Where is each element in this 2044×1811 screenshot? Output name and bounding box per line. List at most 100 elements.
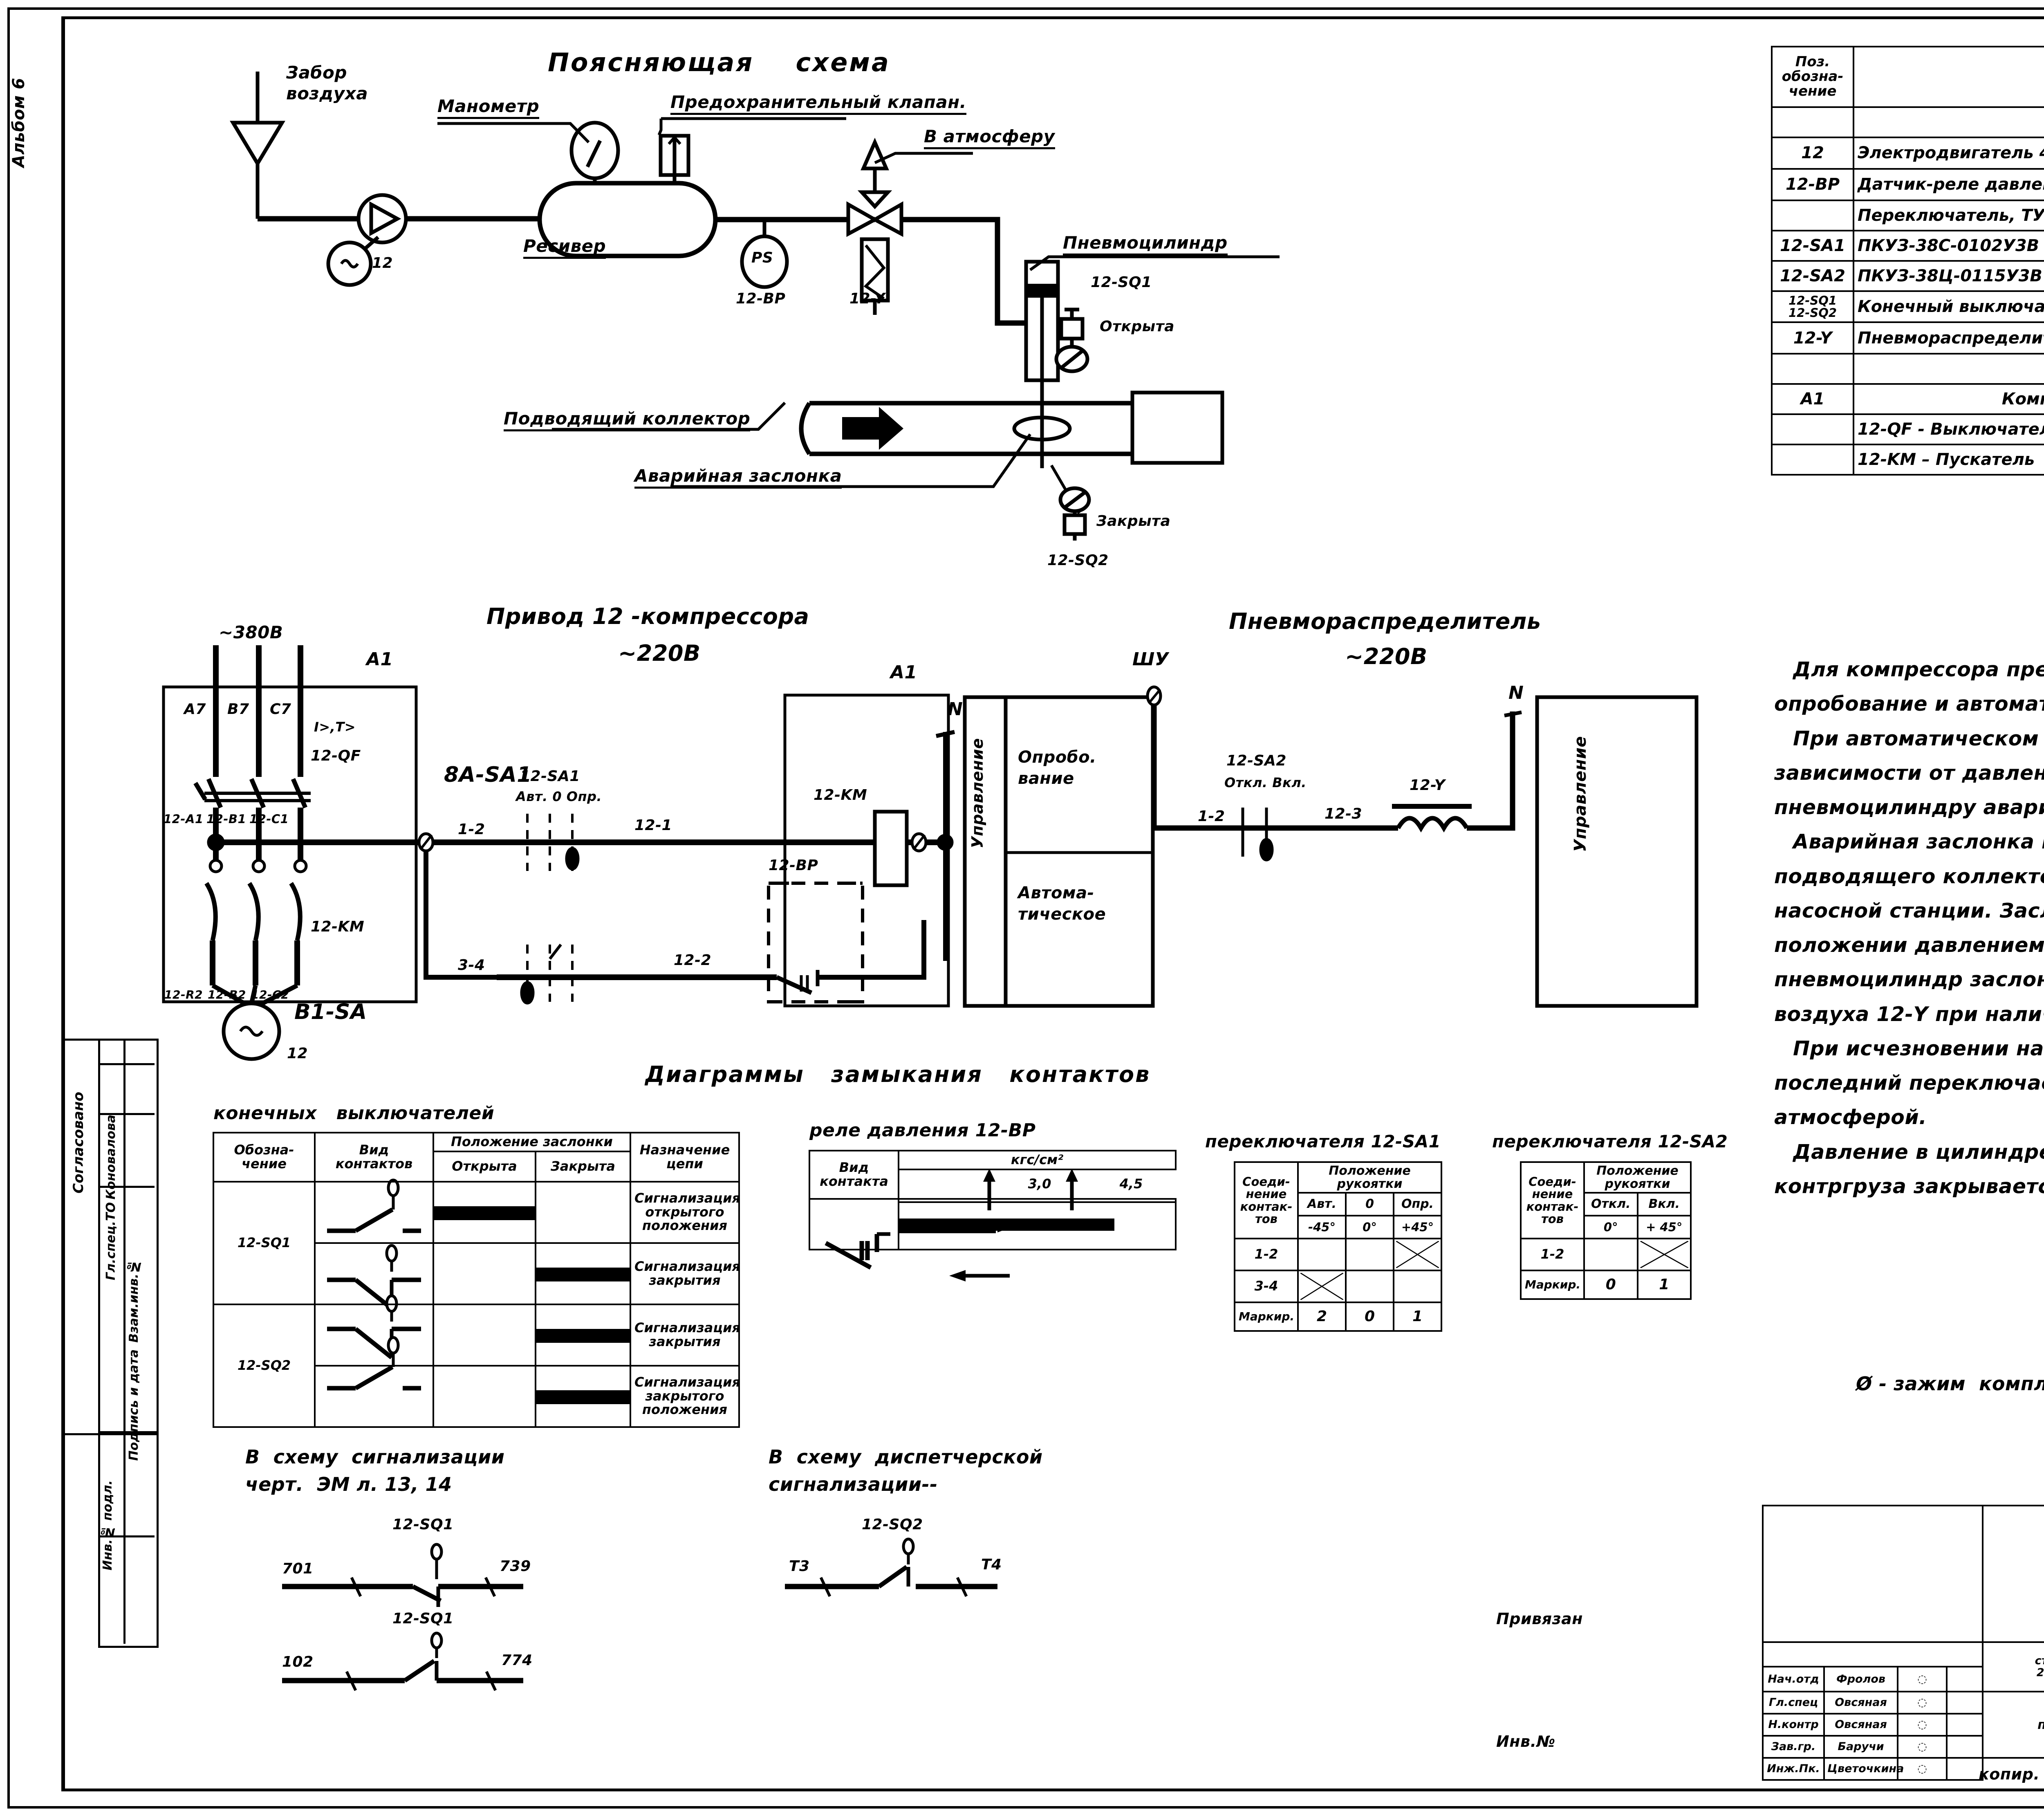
label-a1-cabinet: A1 [366, 649, 393, 670]
pr-value-30: 3,0 [1028, 1176, 1051, 1192]
sa1-cell [1393, 1270, 1442, 1303]
limit-purpose: Сигнализация закрытия [630, 1242, 740, 1305]
spec-name: ПКУЗ-38Ц-0115У3В [1853, 260, 2044, 292]
label-limit-open-tag: 12-SQ1 [1091, 274, 1152, 291]
label-coil-12-y: 12-Y [1410, 777, 1446, 794]
switch-sa2-table: Соеди- нение контак- тов Положение рукоя… [1520, 1161, 1692, 1300]
label-control-column-title: Управление [968, 738, 986, 848]
label-bus-shu: ШУ [1132, 649, 1169, 670]
signal-right-from-1: Т3 [789, 1558, 810, 1575]
sa1-h-connection: Соеди- нение контак- тов [1234, 1161, 1299, 1239]
signal-right-to-1: Т4 [981, 1556, 1002, 1573]
tb-role-1: Гл.спец [1762, 1691, 1825, 1715]
pr-h-unit: кгс/см² [898, 1150, 1177, 1170]
label-solenoid-tag: 12-Y [849, 290, 885, 307]
tb-role-3: Зав.гр. [1762, 1735, 1825, 1759]
label-wire-12-c2: 12-C2 [251, 988, 289, 1001]
label-wire-12-r2: 12-R2 [164, 988, 203, 1001]
label-limit-closed-tag: 12-SQ2 [1047, 552, 1109, 569]
label-closed: Закрыта [1096, 513, 1171, 530]
sa2-contact: 1-2 [1520, 1238, 1585, 1271]
spec-table-row: 12-YПневмораспределитель В64-24А1Учтен в… [1771, 321, 2044, 355]
title-block: ТП902-1-164.90-ЭМ Канализационная насосн… [1762, 1505, 2044, 1781]
spec-name: Комплектное устройство [1853, 383, 2044, 415]
label-wire-12-1: 12-1 [634, 817, 672, 834]
spec-table-row [1771, 353, 2044, 385]
signal-left-from-1: 701 [282, 1560, 314, 1577]
drive-scheme-subtitle: ~220В [618, 640, 701, 666]
label-control-mode-auto: Автома- тическое [1018, 884, 1106, 924]
description-text: Для компрессора предусматривается два ви… [1774, 653, 2044, 1204]
description-paragraph: При автоматическом управлении компрессор… [1774, 727, 2044, 819]
label-switch-positions-sa1: Авт. 0 Опр. [516, 789, 602, 804]
limit-contact-symbol [314, 1303, 434, 1367]
label-wire-12-c1: 12-C1 [249, 812, 289, 826]
sa1-marking-value: 0 [1345, 1302, 1394, 1332]
label-switch-tag-12-sa1: 12-SA1 [520, 768, 580, 785]
sa1-cell [1345, 1238, 1394, 1271]
sa1-row: 1-2 [1234, 1238, 1442, 1271]
frame-bottom-inner [61, 1789, 2044, 1791]
label-motor-tag-drive: 12 [287, 1045, 308, 1062]
spec-table-row: У механизма [1771, 106, 2044, 138]
spec-pos: A1 [1771, 383, 1854, 415]
label-supply-collector: Подводящий коллектор [504, 409, 751, 432]
copier-label: копир. Майстренко [1979, 1765, 2040, 1783]
limit-contact-symbol [314, 1364, 434, 1428]
limit-designation: 12-SQ1 [213, 1180, 316, 1305]
drive-scheme-title: Привод 12 -компрессора [486, 604, 809, 629]
lt-h-damper-position: Положение заслонки [433, 1132, 631, 1152]
signal-left-from-2: 102 [282, 1654, 314, 1670]
limit-switch-table-caption: конечных выключателей [213, 1103, 495, 1124]
label-relay-12-bp: 12-BP [769, 857, 818, 874]
label-neutral-n-dist: N [1508, 682, 1524, 703]
label-switch-tag-12-sa2: 12-SA2 [1226, 752, 1286, 769]
sa1-contact: 1-2 [1234, 1238, 1299, 1271]
spec-header-pos: Поз. обозна- чение [1771, 46, 1854, 108]
switch-sa1-caption: переключателя 12-SA1 [1205, 1131, 1441, 1151]
sa2-h-handle: Положение рукоятки [1583, 1161, 1692, 1194]
spec-name: Электродвигатель 4АМ100S2 [1853, 137, 2044, 170]
switch-sa1-table: Соеди- нение контак- тов Положение рукоя… [1234, 1161, 1442, 1332]
label-wire-12-b1: 12-B1 [206, 812, 247, 826]
sa2-row: 1-2 [1520, 1238, 1692, 1271]
signal-left-caption: В схему сигнализации черт. ЭМ л. 13, 14 [245, 1446, 505, 1495]
tb-name-1: Овсяная [1823, 1691, 1898, 1715]
sa2-pos-on: Вкл. [1636, 1192, 1692, 1216]
spec-pos: 12-Y [1771, 321, 1854, 355]
sa1-angle-1: -45° [1297, 1215, 1347, 1239]
sa2-cell [1636, 1238, 1692, 1271]
signal-left-to-2: 774 [501, 1652, 533, 1669]
distributor-scheme-title: Пневмораспределитель [1229, 608, 1541, 634]
spec-table-row: Переключатель, ТУ16 - 642.046-86 [1771, 199, 2044, 231]
sa1-row: 3-4 [1234, 1270, 1442, 1303]
label-supply-380: ~380В [219, 622, 283, 642]
spec-pos [1771, 444, 1854, 476]
label-wire-12-3: 12-3 [1325, 806, 1363, 822]
label-phase-b7: B7 [227, 701, 249, 718]
label-breaker-symbol: I>,T> [314, 719, 356, 735]
spec-pos: 12-SA1 [1771, 229, 1854, 262]
sa2-h-connection: Соеди- нение контак- тов [1520, 1161, 1585, 1239]
limit-contact-symbol [314, 1242, 434, 1305]
title-object: Канализационная насосная станция произво… [1982, 1641, 2044, 1693]
tb-sign-4: ◌ [1897, 1757, 1948, 1781]
label-contactor: 12-KM [311, 918, 365, 935]
tb-sign-2: ◌ [1897, 1713, 1948, 1737]
label-wire-1-2-dist: 1-2 [1198, 808, 1225, 825]
spec-table-row: 12-QF - ВыключательСм. схему расп- [1771, 413, 2044, 446]
spec-pos: 12-BP [1771, 168, 1854, 201]
label-manometer: Манометр [437, 97, 540, 119]
tb-sign-0: ◌ [1897, 1665, 1948, 1693]
sa2-angle-1: 0° [1583, 1215, 1638, 1239]
spec-pos: 12 [1771, 137, 1854, 170]
spec-name: 12-KM – Пускатель [1853, 444, 2044, 476]
label-air-intake: Забор воздуха [286, 63, 368, 104]
tb-name-4: Цветочкина [1823, 1757, 1904, 1781]
sa1-h-handle: Положение рукоятки [1297, 1161, 1442, 1194]
